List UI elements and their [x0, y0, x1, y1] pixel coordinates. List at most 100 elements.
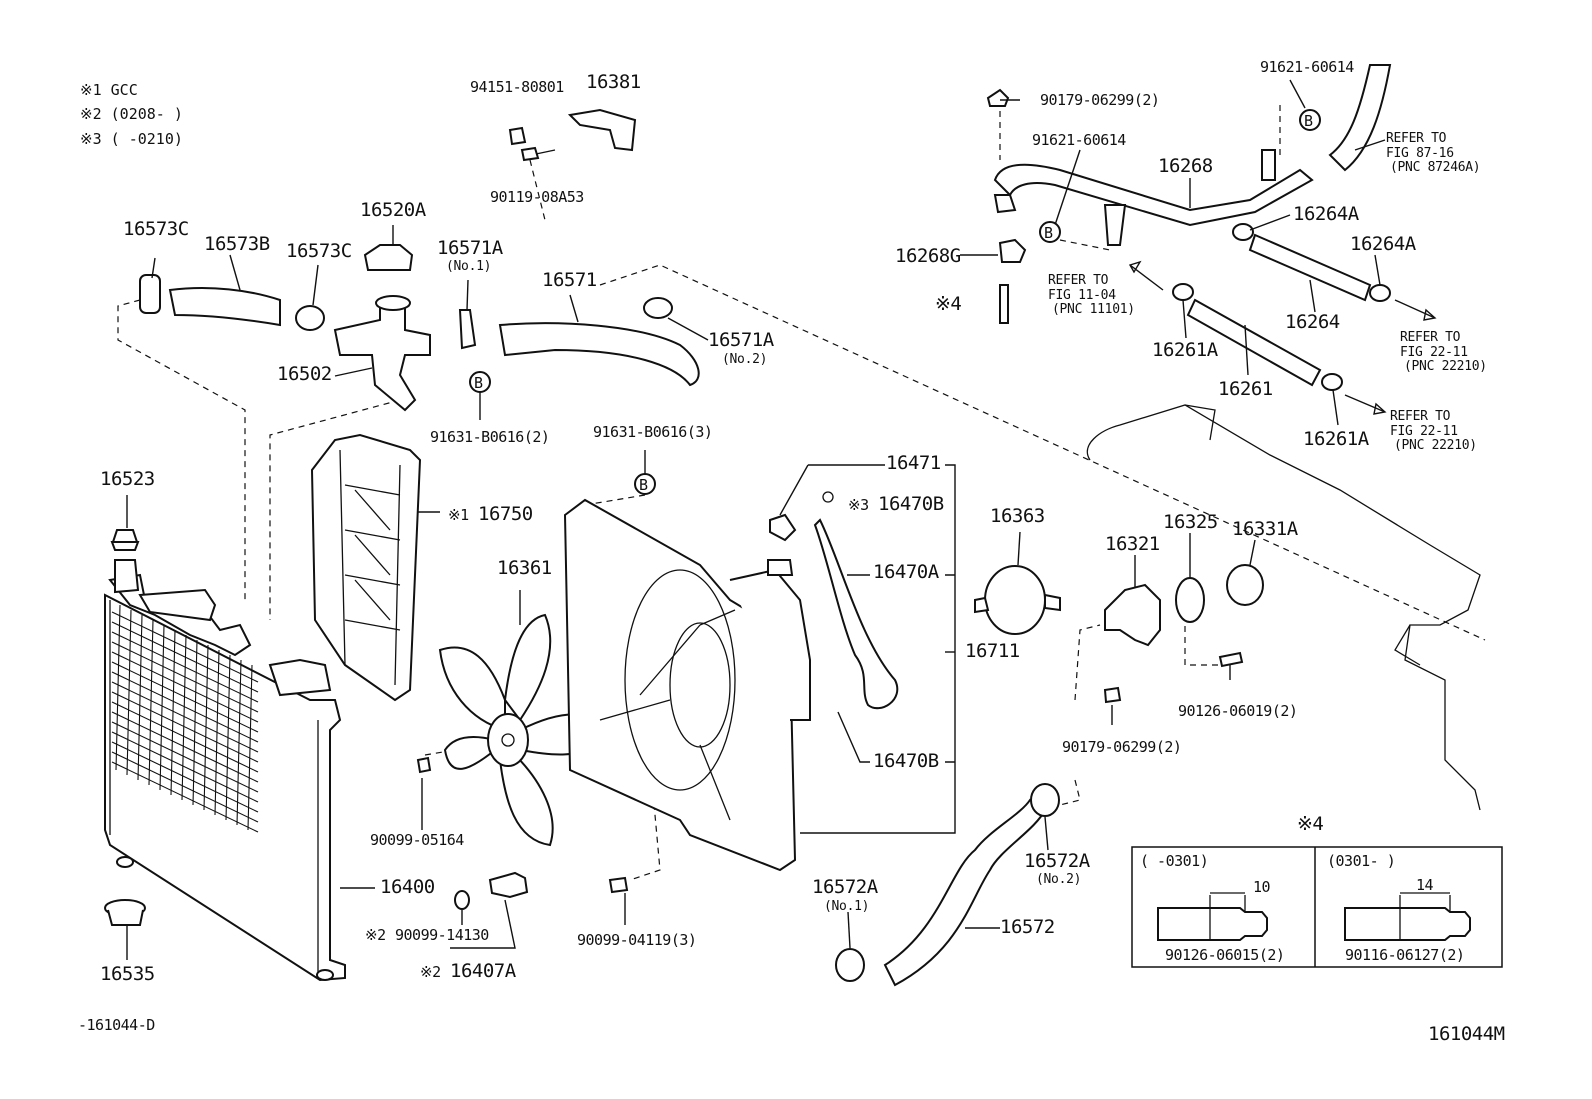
radiator-grid-line [111, 621, 259, 693]
inset-left-part: 90126-06015(2) [1165, 946, 1284, 964]
label-91621-60614-mid: 91621-60614 [1032, 131, 1126, 149]
ref3-line1: REFER TO [1400, 330, 1461, 345]
label-16471: 16471 [886, 452, 941, 474]
label-16573c-right: 16573C [286, 240, 352, 262]
fan-motor [974, 565, 1061, 635]
ref2-line2: FIG 11-04 [1048, 288, 1116, 303]
radiator-plug [104, 899, 146, 926]
label-16470a: 16470A [873, 561, 940, 583]
label-90099-05164: 90099-05164 [370, 831, 464, 849]
label-91631-b0616-2: 91631-B0616(2) [430, 428, 549, 446]
label-16572: 16572 [1000, 916, 1055, 938]
label-90179-06299-top: 90179-06299(2) [1040, 91, 1159, 109]
label-16571a-no1: 16571A [437, 237, 504, 259]
radiator-grid-line [111, 641, 259, 713]
radiator-grid-line [111, 711, 259, 783]
label-16502: 16502 [277, 363, 332, 385]
radiator-grid-line [111, 741, 259, 813]
b-marker-4 [1039, 221, 1061, 243]
radiator-grid-line [111, 651, 259, 723]
label-16572a-no1-sub: (No.1) [824, 899, 869, 914]
radiator-grid-line [247, 664, 253, 831]
legend: ※1 GCC ※2 (0208- ) ※3 ( -0210) [80, 81, 183, 148]
ref2-line1: REFER TO [1048, 273, 1109, 288]
inset-title: ※4 [1297, 813, 1323, 835]
label-16750: 16750 [478, 503, 533, 525]
inset-right-dim: 14 [1416, 876, 1434, 894]
radiator-drain-cap [110, 529, 140, 551]
water-inlet-16321 [1104, 583, 1161, 647]
label-16572a-no2: 16572A [1024, 850, 1091, 872]
label-16264a-top: 16264A [1293, 203, 1360, 225]
label-16573c-left: 16573C [123, 218, 189, 240]
label-90119-08a53: 90119-08A53 [490, 188, 584, 206]
label-16470b-top-mark: ※3 [848, 496, 869, 514]
label-16261: 16261 [1218, 378, 1273, 400]
radiator-grid-line [111, 611, 259, 683]
ref1-line2: FIG 87-16 [1386, 146, 1454, 161]
engine-block-outline [1086, 404, 1481, 811]
label-16261a-right: 16261A [1303, 428, 1370, 450]
label-16520a: 16520A [360, 199, 427, 221]
label-16381: 16381 [586, 71, 641, 93]
label-16470b: 16470B [873, 750, 939, 772]
clamp-16571a-no2 [643, 297, 673, 319]
clamp-16572a-no1 [835, 948, 865, 982]
label-90099-04119: 90099-04119(3) [577, 931, 696, 949]
radiator-core-grid [111, 604, 259, 833]
ref1-line1: REFER TO [1386, 131, 1447, 146]
label-16268: 16268 [1158, 155, 1213, 177]
label-90099-14130-mark: ※2 [365, 926, 386, 944]
radiator-grid-line [181, 634, 187, 801]
clamp-16572a-no2 [1030, 783, 1060, 817]
footer-left-code: -161044-D [78, 1016, 155, 1034]
label-16572a-no2-sub: (No.2) [1036, 872, 1081, 887]
label-16571a-no1-sub: (No.1) [446, 259, 491, 274]
label-16407a-mark: ※2 [420, 963, 441, 981]
leader-lines [126, 79, 1437, 960]
lower-hose [835, 783, 1060, 987]
clamp-16573c-left [139, 274, 161, 314]
inset-left-range: ( -0301) [1140, 852, 1208, 870]
label-16261a-left: 16261A [1152, 339, 1219, 361]
label-16523: 16523 [100, 468, 155, 490]
label-16321: 16321 [1105, 533, 1160, 555]
pipe-16268 [993, 163, 1314, 227]
bypass-pipe-group [986, 64, 1392, 391]
radiator-grid-line [192, 639, 198, 806]
legend-note-2: ※2 (0208- ) [80, 105, 183, 123]
label-16407a: 16407A [450, 960, 517, 982]
label-16572a-no1: 16572A [812, 876, 879, 898]
label-16571a-no2: 16571A [708, 329, 775, 351]
label-16363: 16363 [990, 505, 1045, 527]
b-marker-3-text: B [1304, 112, 1313, 130]
ref4-line3: (PNC 22210) [1394, 438, 1477, 453]
thermostat-group [1103, 564, 1264, 704]
label-90126-06019: 90126-06019(2) [1178, 702, 1297, 720]
gasket-16325 [1175, 577, 1205, 623]
dashed-lines [117, 100, 1486, 881]
label-16264a-right: 16264A [1350, 233, 1417, 255]
ref1-line3: (PNC 87246A) [1390, 160, 1480, 175]
hose-16573b [168, 287, 281, 327]
water-outlet-16502 [333, 304, 431, 412]
label-16268g: 16268G [895, 245, 961, 267]
radiator-grid-line [111, 631, 259, 703]
radiator-grid-line [159, 624, 165, 791]
b-marker-1-text: B [474, 374, 483, 392]
b-marker-3 [1299, 109, 1321, 131]
fan-shroud [563, 498, 811, 872]
legend-note-1: ※1 GCC [80, 81, 138, 99]
inset-right-range: (0301- ) [1327, 852, 1395, 870]
legend-note-3: ※3 ( -0210) [80, 130, 183, 148]
radiator-grid-line [115, 604, 121, 771]
label-16571a-no2-sub: (No.2) [722, 352, 767, 367]
radiator-grid-line [126, 609, 132, 776]
radiator-grid-line [111, 761, 259, 833]
inset-left-dim: 10 [1253, 878, 1271, 896]
ref2-line3: (PNC 11101) [1052, 302, 1135, 317]
footer-right-code: 161044M [1428, 1023, 1505, 1045]
radiator-grid-line [148, 619, 154, 786]
hose-87246a [1328, 64, 1392, 172]
b-marker-2 [634, 473, 656, 495]
